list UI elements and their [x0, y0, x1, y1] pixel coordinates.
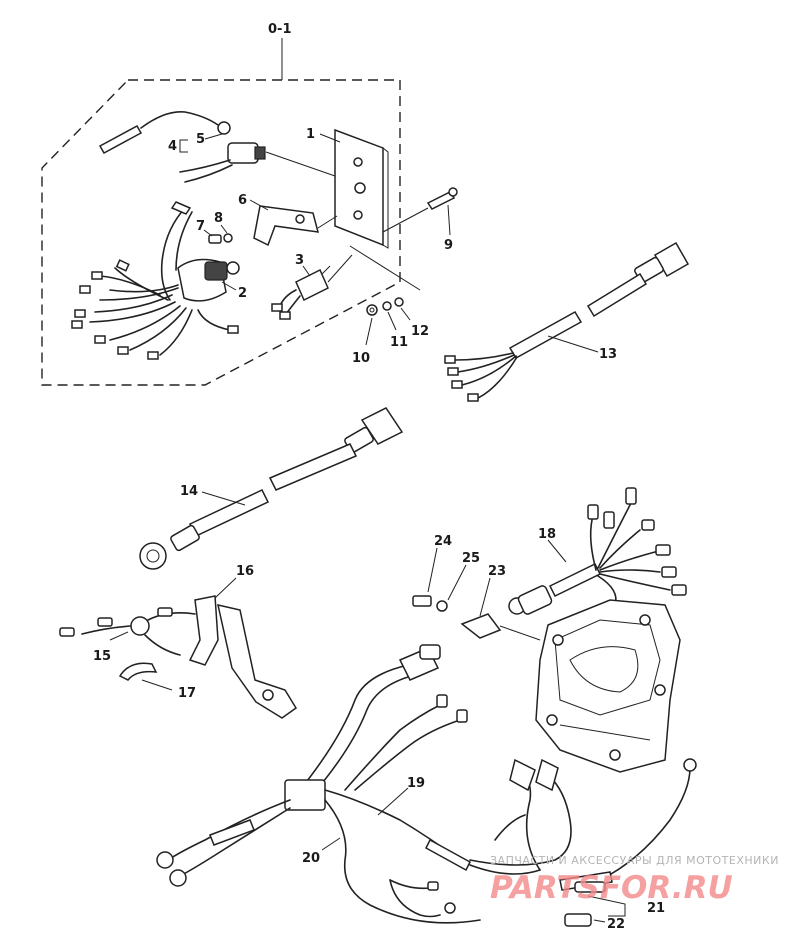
assembly-0-1-boundary: [41, 38, 401, 386]
callout-8: 8: [214, 211, 223, 226]
callout-11: 11: [390, 335, 408, 350]
washer-11: [382, 301, 392, 311]
bracket-16: [188, 595, 298, 719]
callout-24: 24: [434, 534, 452, 549]
callout-1: 1: [306, 127, 315, 142]
callout-16: 16: [236, 564, 254, 579]
callout-14: 14: [180, 484, 198, 499]
washer-25: [436, 600, 448, 612]
watermark-tagline: ЗАПЧАСТИ И АКСЕССУАРЫ ДЛЯ МОТОТЕХНИКИ: [490, 854, 779, 867]
callout-3: 3: [295, 253, 304, 268]
callout-12: 12: [411, 324, 429, 339]
callout-7: 7: [196, 219, 205, 234]
callout-22: 22: [607, 917, 625, 932]
extension-cable-13: [444, 241, 690, 402]
engine-block: [535, 599, 681, 773]
washer-8: [223, 233, 233, 243]
callout-23: 23: [488, 564, 506, 579]
callout-25: 25: [462, 551, 480, 566]
callout-9: 9: [444, 238, 453, 253]
clamp-17: [118, 662, 158, 681]
connector-21: [574, 881, 606, 893]
callout-18: 18: [538, 527, 556, 542]
callout-19: 19: [407, 776, 425, 791]
switch-bracket: [253, 205, 320, 247]
main-cable-14: [139, 407, 404, 570]
screw-7: [208, 234, 222, 244]
callout-20: 20: [302, 851, 320, 866]
callout-17: 17: [178, 686, 196, 701]
mounting-plate: [334, 128, 389, 249]
nut-10: [366, 304, 378, 316]
fuse-22: [564, 913, 592, 927]
callout-10: 10: [352, 351, 370, 366]
lead-assembly-15: [59, 607, 196, 656]
washer-12: [394, 297, 404, 307]
callout-13: 13: [599, 347, 617, 362]
callout-6: 6: [238, 193, 247, 208]
watermark-brand: PARTSFOR.RU: [490, 870, 733, 906]
callout-5: 5: [196, 132, 205, 147]
relay-3: [271, 265, 331, 320]
harness-18: [508, 487, 687, 615]
clip-23: [460, 613, 502, 639]
callout-4: 4: [168, 139, 177, 154]
callout-21: 21: [647, 901, 665, 916]
callout-assembly-0-1: 0-1: [268, 22, 292, 37]
callout-2: 2: [238, 286, 247, 301]
lower-harness: [156, 644, 697, 924]
callout-15: 15: [93, 649, 111, 664]
bolt-24: [412, 595, 432, 607]
pressure-switch: [179, 142, 266, 183]
bolt-9: [426, 187, 458, 210]
main-switch-harness: [71, 201, 240, 360]
sensor-lead: [98, 111, 231, 155]
